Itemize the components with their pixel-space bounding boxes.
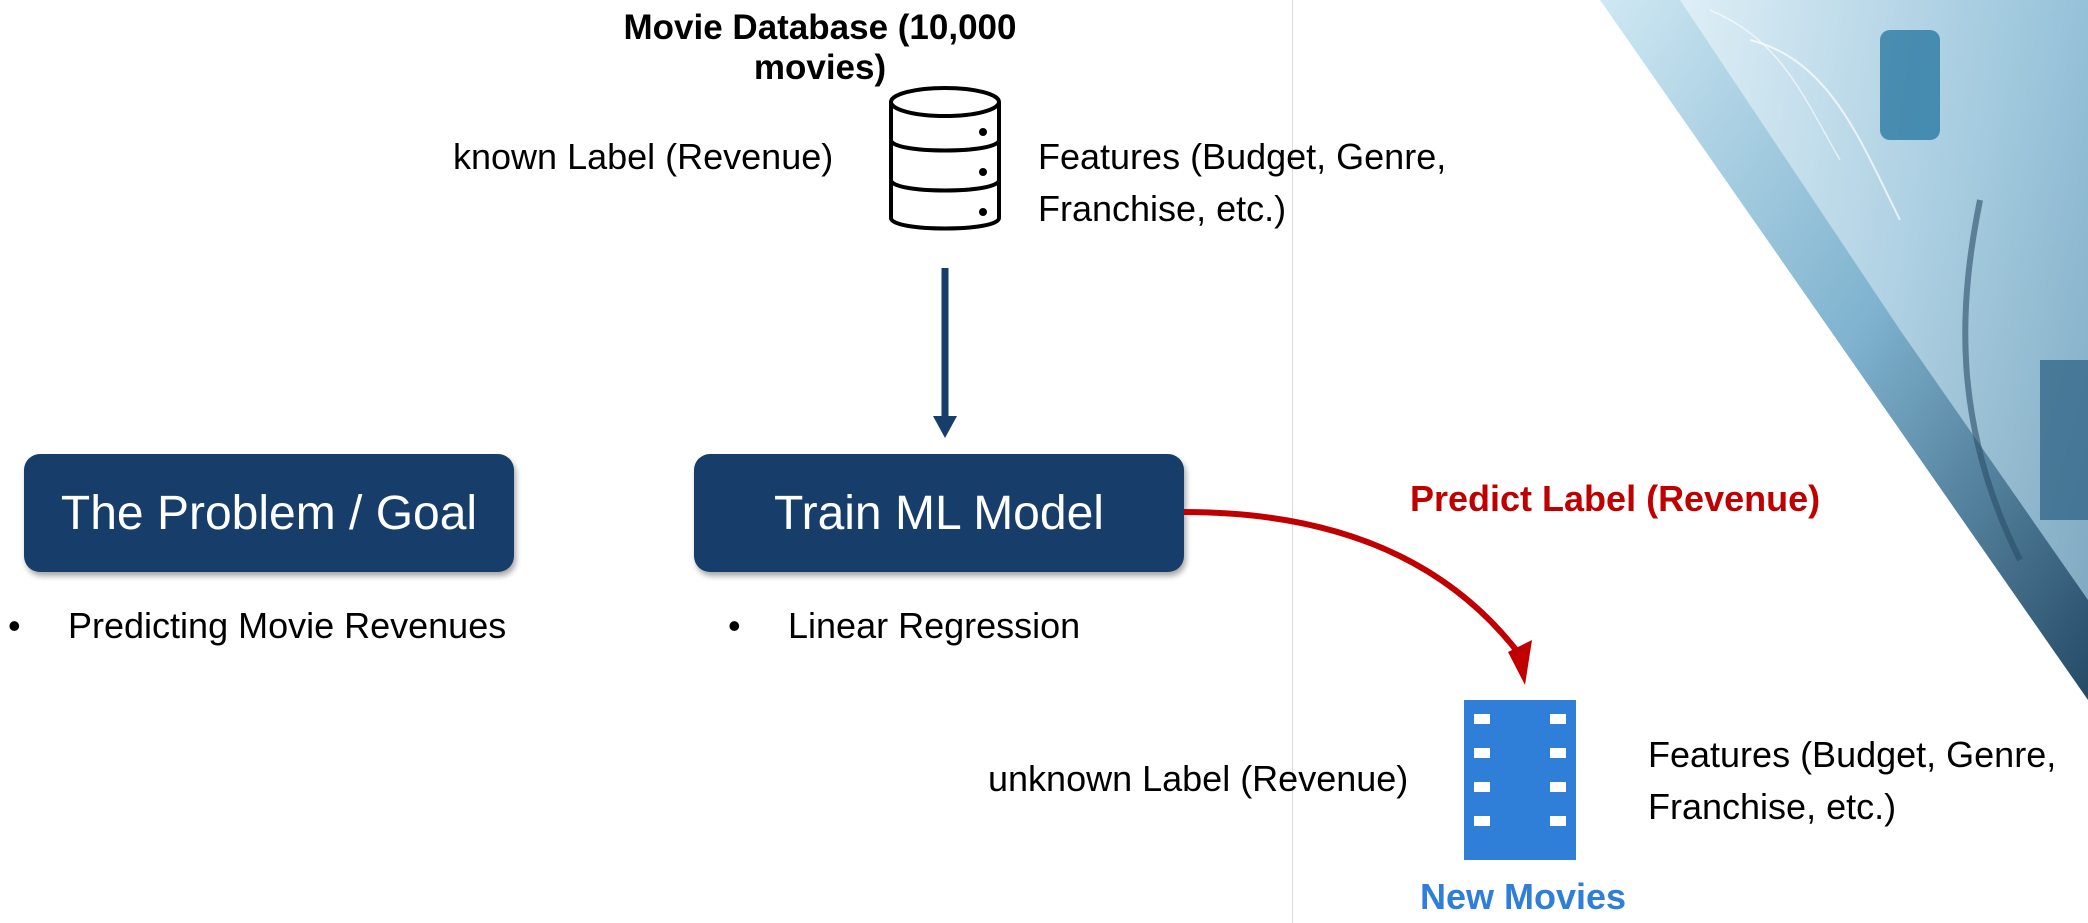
model-bullet: • Linear Regression [728,605,1168,655]
model-bullet-text: Linear Regression [788,605,1081,646]
predict-arrow [1183,509,1532,685]
problem-bullet-text: Predicting Movie Revenues [68,605,507,646]
new-movies-label: New Movies [1420,876,1627,917]
film-strip-icon [1464,700,1576,860]
bullet-marker: • [728,605,741,646]
database-title: Movie Database (10,000 movies) [623,8,1017,87]
features-top-line-2: Franchise, etc.) [1038,188,1287,229]
features-bottom-line-2: Franchise, etc.) [1648,786,1897,827]
down-arrow [933,268,957,438]
known-label: known Label (Revenue) [453,136,834,177]
bullet-marker: • [8,605,21,646]
train-model-box: Train ML Model [694,454,1184,572]
features-bottom-line-1: Features (Budget, Genre, [1648,734,2057,775]
problem-goal-box: The Problem / Goal [24,454,514,572]
predict-label: Predict Label (Revenue) [1410,478,1821,519]
features-top-line-1: Features (Budget, Genre, [1038,136,1447,177]
robot-image [1600,0,2088,700]
unknown-label: unknown Label (Revenue) [988,758,1409,799]
database-icon [889,86,1001,231]
problem-bullet: • Predicting Movie Revenues [8,605,548,655]
divider-line [1292,0,1293,923]
